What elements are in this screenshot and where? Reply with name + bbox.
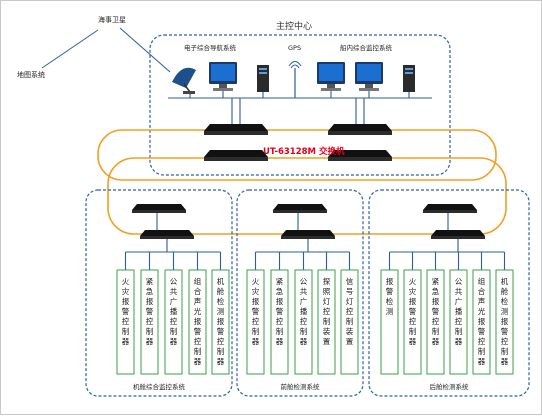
subsystem-box	[85, 189, 233, 397]
switch-label: UT-63128M 交换机	[263, 146, 345, 157]
controller-box	[140, 269, 159, 375]
ship-monitor-label: 船内综合监控系统	[340, 43, 393, 52]
monitor-icon	[355, 62, 383, 91]
subsystem-name: 前舱检测系统	[281, 382, 321, 391]
monitor-icon	[209, 62, 237, 91]
controller-label: 组合声光报警控制器	[194, 276, 202, 366]
subsystem-name: 机舱综合监控系统	[133, 382, 186, 391]
controller-label: 探照灯控制装置	[323, 276, 331, 346]
monitor-icon	[317, 62, 345, 91]
gps-label: GPS	[288, 44, 301, 52]
controller-box	[449, 269, 468, 375]
controller-label: 紧急报警控制器	[432, 277, 440, 346]
ring-network-upper	[97, 129, 497, 181]
gps-antenna-icon	[288, 61, 302, 98]
network-switch-icon	[431, 230, 485, 239]
controller-box	[211, 269, 230, 375]
controller-label: 信号灯控制装置	[346, 276, 354, 346]
controller-label: 公共广播控制器	[170, 277, 178, 346]
network-switch-icon	[273, 204, 327, 213]
controller-label: 公共广播控制器	[300, 277, 308, 346]
controller-box	[270, 269, 289, 375]
controller-box	[426, 269, 445, 375]
controller-label: 紧急报警控制器	[146, 277, 154, 346]
nav-system-label: 电子综合导航系统	[184, 43, 237, 52]
subsystem-box	[236, 189, 364, 397]
controller-box	[164, 269, 183, 375]
network-switch-icon	[204, 124, 268, 135]
network-switch-icon	[140, 230, 194, 239]
controller-box	[472, 269, 491, 375]
subsystem-box	[368, 189, 530, 397]
controller-label: 机舱检测报警控制器	[217, 276, 225, 366]
map-link-line	[41, 29, 99, 69]
controller-box	[294, 269, 313, 375]
controller-box	[188, 269, 207, 375]
network-switch-icon	[281, 230, 335, 239]
controller-label: 公共广播控制器	[455, 277, 463, 346]
controller-label: 机舱检测报警控制器	[501, 276, 509, 366]
controller-label: 火灾报警控制器	[252, 277, 260, 346]
controller-label: 火灾报警控制器	[122, 277, 130, 346]
network-switch-icon	[132, 204, 186, 213]
network-switch-icon	[328, 150, 392, 161]
subsystem-name: 后舱检测系统	[430, 382, 470, 391]
satellite-dish-icon	[172, 67, 196, 94]
controller-label: 火灾报警控制器	[409, 277, 417, 346]
controller-box	[246, 269, 265, 375]
controller-box	[495, 269, 514, 375]
controller-label: 报警检测	[386, 276, 394, 316]
satellite-link-line	[119, 27, 171, 73]
main-control-box	[149, 34, 451, 176]
network-switch-icon	[328, 124, 392, 135]
controller-box	[317, 269, 336, 375]
controller-box	[116, 269, 135, 375]
network-switch-icon	[204, 150, 268, 161]
server-tower-icon	[403, 65, 415, 92]
controller-label: 组合声光报警控制器	[478, 276, 486, 366]
main-bus	[168, 91, 432, 124]
controller-box	[340, 269, 359, 375]
map-system-label: 地图系统	[17, 70, 45, 79]
controller-box	[403, 269, 422, 375]
controller-label: 紧急报警控制器	[276, 277, 284, 346]
server-tower-icon	[257, 65, 269, 92]
satellite-label: 海事卫星	[98, 15, 126, 24]
subsystem-groups: 火灾报警控制器紧急报警控制器公共广播控制器组合声光报警控制器机舱检测报警控制器机…	[85, 189, 530, 397]
main-control-label: 主控中心	[276, 20, 312, 32]
controller-box	[380, 269, 399, 375]
network-switch-icon	[423, 204, 477, 213]
